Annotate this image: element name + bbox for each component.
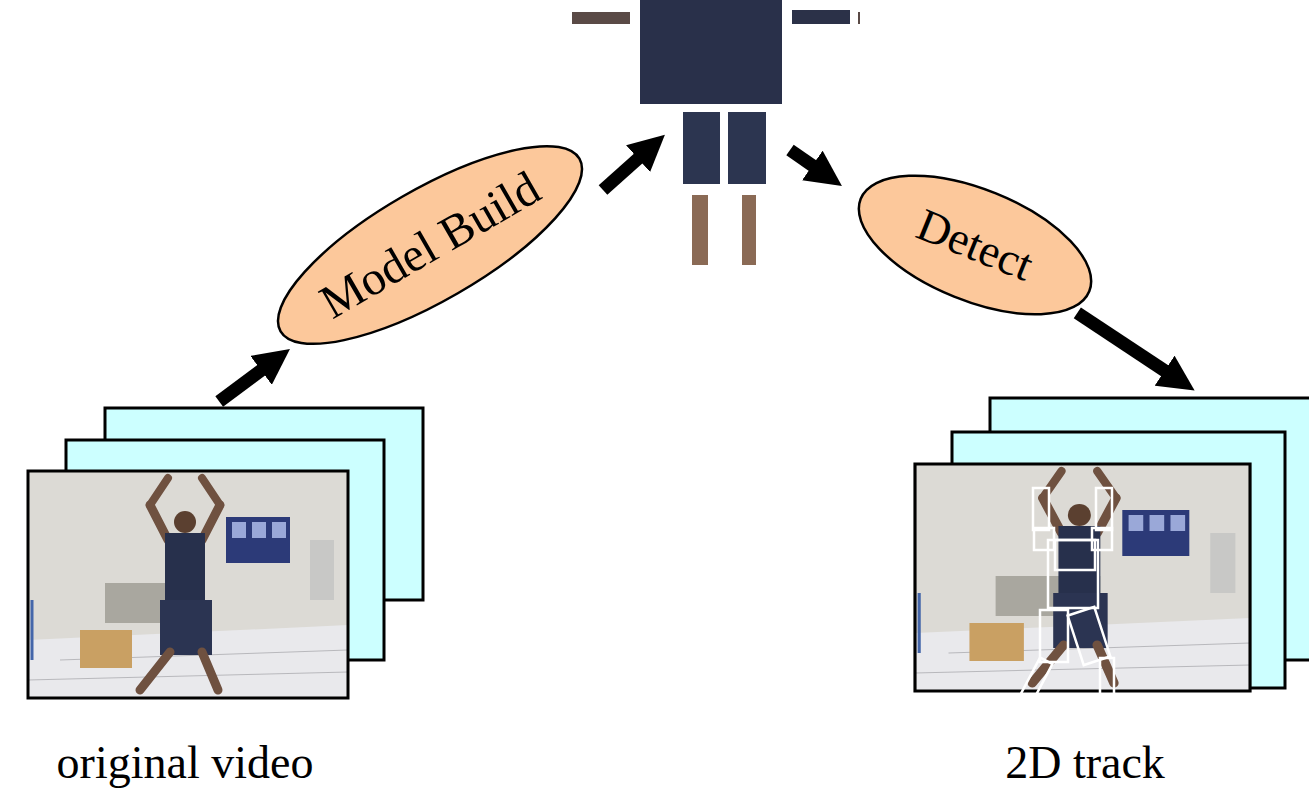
model-shin xyxy=(692,195,708,265)
process-ellipse: Model Build xyxy=(249,107,610,382)
limb-box xyxy=(1048,540,1098,608)
limb-box xyxy=(1068,607,1111,665)
model-arm xyxy=(572,12,630,24)
ellipse-shape xyxy=(253,111,608,380)
flow-arrow xyxy=(219,361,274,402)
limb-box xyxy=(1018,658,1053,707)
model-arm xyxy=(858,12,860,24)
caption-label: original video xyxy=(20,735,350,790)
video-frame-photo xyxy=(28,471,348,698)
model-arm xyxy=(792,10,850,24)
flow-arrow xyxy=(603,148,650,190)
model-thigh xyxy=(728,112,766,184)
appearance-model xyxy=(572,0,860,265)
flow-arrow xyxy=(790,150,826,175)
tracked-limb-boxes xyxy=(1018,488,1114,706)
limb-box xyxy=(1033,488,1049,530)
video-frame-photo xyxy=(915,464,1250,691)
limb-box xyxy=(1055,540,1095,570)
limb-box xyxy=(1100,658,1114,706)
video-stack: 2D track xyxy=(910,395,1309,806)
limb-box xyxy=(1040,610,1068,662)
flow-arrow xyxy=(1077,313,1178,380)
model-torso xyxy=(640,0,782,104)
ellipse-shape xyxy=(840,147,1110,343)
process-ellipse: Detect xyxy=(837,144,1112,345)
video-stack: original video xyxy=(20,405,425,806)
limb-box xyxy=(1096,488,1112,530)
model-thigh xyxy=(683,112,720,184)
model-shin xyxy=(742,195,756,265)
caption-label: 2D track xyxy=(910,735,1260,790)
